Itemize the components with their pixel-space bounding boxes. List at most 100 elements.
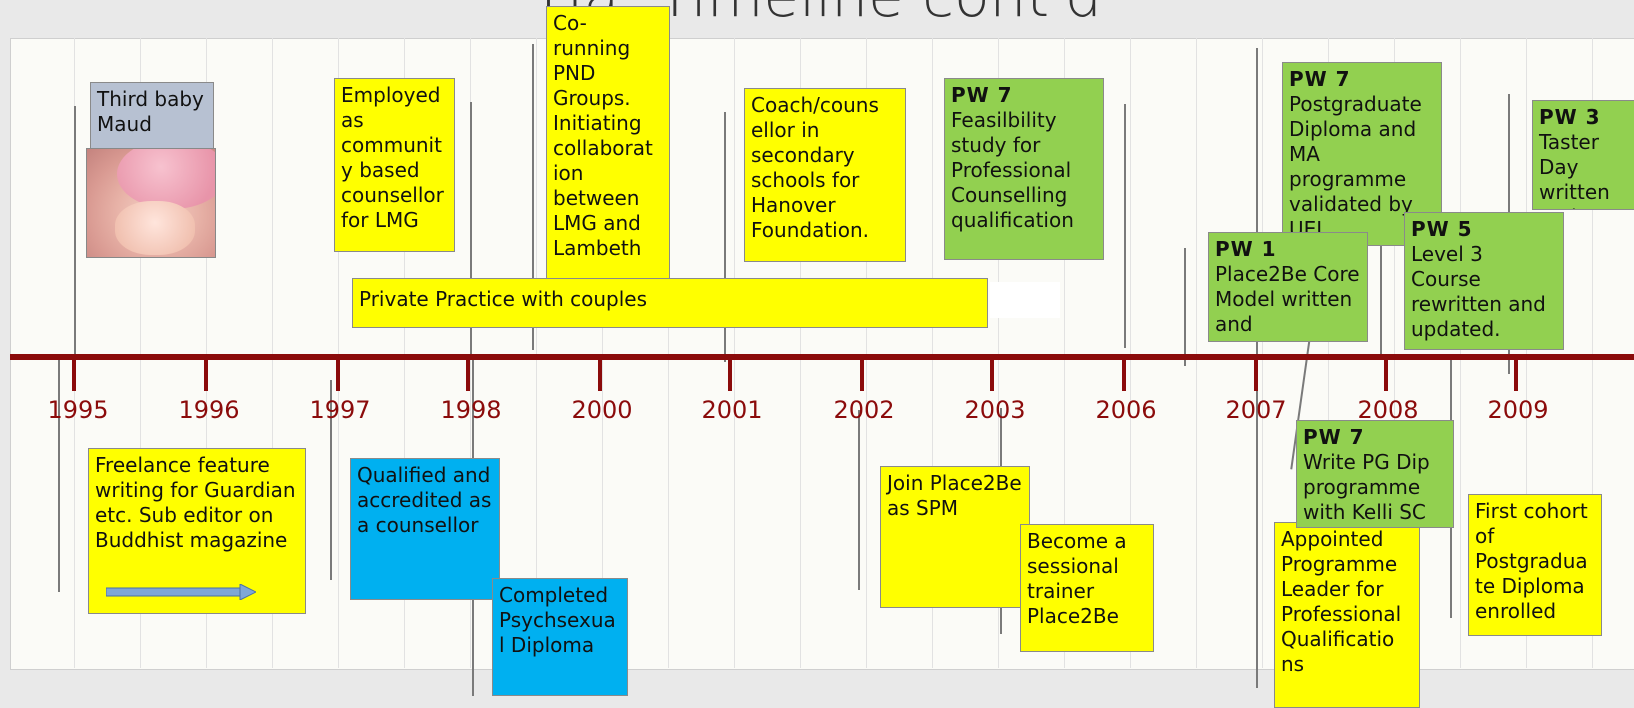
event-sessional-trainer: Become a sessional trainer Place2Be: [1020, 524, 1154, 652]
arrow-right-icon: [106, 584, 256, 600]
event-qualified: Qualified and accredited as a counsellor: [350, 458, 500, 600]
connector-line: [470, 102, 472, 356]
grid-line: [1526, 38, 1527, 668]
grid-line: [866, 38, 867, 668]
event-text: Place2Be Core Model written and: [1215, 262, 1360, 336]
connector-line: [1380, 206, 1382, 358]
baby-photo: [86, 148, 216, 258]
grid-line: [536, 38, 537, 668]
event-code: PW 7: [951, 83, 1013, 107]
event-text: Appointed Programme Leader for Professio…: [1281, 527, 1402, 676]
grid-line: [1196, 38, 1197, 668]
event-code: PW 5: [1411, 217, 1473, 241]
event-co-running: Co-running PND Groups. Initiating collab…: [546, 6, 670, 282]
event-text: Completed Psychsexua l Diploma: [499, 583, 616, 657]
year-label: 2009: [1487, 396, 1549, 424]
connector-line: [724, 112, 726, 362]
year-tick: [860, 357, 864, 391]
grid-line: [338, 38, 339, 668]
grid-line: [998, 38, 999, 668]
grid-line: [800, 38, 801, 668]
grid-line: [1064, 38, 1065, 668]
year-tick: [1122, 357, 1126, 391]
face-shape: [115, 201, 195, 255]
grid-line: [1262, 38, 1263, 668]
event-code: PW 1: [1215, 237, 1277, 261]
event-text: Become a sessional trainer Place2Be: [1027, 529, 1127, 628]
event-text: Taster Day written and launched: [1539, 130, 1610, 209]
event-text: Postgraduate Diploma and MA programme va…: [1289, 92, 1422, 241]
hat-shape: [117, 149, 215, 209]
event-coach: Coach/couns ellor in secondary schools f…: [744, 88, 906, 262]
event-text: Freelance feature writing for Guardian e…: [95, 453, 296, 552]
event-code: PW 3: [1539, 105, 1601, 129]
year-label: 1996: [178, 396, 240, 424]
event-employed: Employed as communit y based counsellor …: [334, 78, 455, 252]
year-label: 2001: [701, 396, 763, 424]
connector-line: [330, 380, 332, 580]
event-code: PW 7: [1303, 425, 1365, 449]
year-label: 2000: [571, 396, 633, 424]
connector-line: [858, 410, 860, 590]
year-label: 2006: [1095, 396, 1157, 424]
event-pw7-pg: PW 7 Postgraduate Diploma and MA program…: [1282, 62, 1442, 246]
year-tick: [1384, 357, 1388, 391]
year-tick: [728, 357, 732, 391]
grid-line: [932, 38, 933, 668]
event-text: Feasilbility study for Professional Coun…: [951, 108, 1074, 232]
event-text: Coach/couns ellor in secondary schools f…: [751, 93, 879, 242]
connector-line: [532, 44, 534, 350]
event-text: Write PG Dip programme with Kelli SC: [1303, 450, 1430, 524]
event-join-place2be: Join Place2Be as SPM: [880, 466, 1030, 608]
grid-line: [668, 38, 669, 668]
year-tick: [1514, 357, 1518, 391]
grid-line: [602, 38, 603, 668]
year-tick: [336, 357, 340, 391]
event-pw1: PW 1 Place2Be Core Model written and: [1208, 232, 1368, 342]
year-tick: [72, 357, 76, 391]
connector-line: [74, 106, 76, 356]
event-private-practice: Private Practice with couples: [352, 278, 988, 328]
event-text: Level 3 Course rewritten and updated.: [1411, 242, 1546, 341]
year-label: 2008: [1357, 396, 1419, 424]
event-text: First cohort of Postgradua te Diploma en…: [1475, 499, 1588, 623]
grid-line: [206, 38, 207, 668]
year-tick: [598, 357, 602, 391]
year-label: 1998: [440, 396, 502, 424]
event-text: Co-running PND Groups. Initiating collab…: [553, 11, 653, 260]
event-appointed: Appointed Programme Leader for Professio…: [1274, 522, 1420, 708]
grid-line: [734, 38, 735, 668]
event-pw5: PW 5 Level 3 Course rewritten and update…: [1404, 212, 1564, 350]
grid-line: [1328, 38, 1329, 668]
year-label: 1995: [47, 396, 109, 424]
event-pw3: PW 3 Taster Day written and launched: [1532, 100, 1634, 210]
grid-line: [272, 38, 273, 668]
event-pw7-feasibility: PW 7 Feasilbility study for Professional…: [944, 78, 1104, 260]
grid-line: [1592, 38, 1593, 668]
year-tick: [990, 357, 994, 391]
event-text: Third baby Maud: [97, 87, 204, 136]
connector-line: [1124, 104, 1126, 348]
event-code: PW 7: [1289, 67, 1351, 91]
timeline-axis: [10, 354, 1634, 360]
event-text: Employed as communit y based counsellor …: [341, 83, 444, 232]
connector-line: [58, 360, 60, 592]
year-label: 2003: [964, 396, 1026, 424]
event-freelance: Freelance feature writing for Guardian e…: [88, 448, 306, 614]
event-text: Qualified and accredited as a counsellor: [357, 463, 492, 537]
event-pw7-write: PW 7 Write PG Dip programme with Kelli S…: [1296, 420, 1454, 528]
grid-line: [140, 38, 141, 668]
event-first-cohort: First cohort of Postgradua te Diploma en…: [1468, 494, 1602, 636]
blank-rect: [990, 282, 1060, 318]
grid-line: [1394, 38, 1395, 668]
year-tick: [466, 357, 470, 391]
year-label: 1997: [309, 396, 371, 424]
grid-line: [1130, 38, 1131, 668]
event-text: Private Practice with couples: [359, 287, 647, 311]
event-text: Join Place2Be as SPM: [887, 471, 1022, 520]
connector-line: [1184, 248, 1186, 366]
year-label: 2002: [833, 396, 895, 424]
grid-line: [1460, 38, 1461, 668]
year-label: 2007: [1225, 396, 1287, 424]
year-tick: [1254, 357, 1258, 391]
